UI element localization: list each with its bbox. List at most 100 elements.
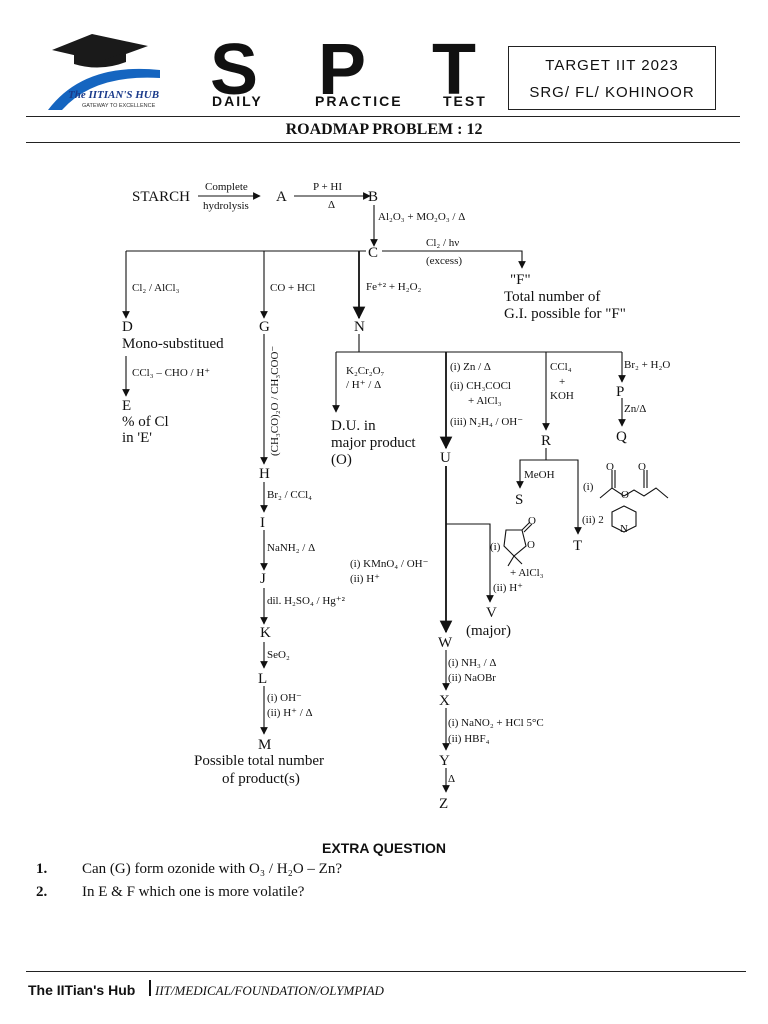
- reagent-n-o-1: K₂Cr₂O₇: [346, 365, 385, 377]
- footer-tagline: IIT/MEDICAL/FOUNDATION/OLYMPIAD: [155, 983, 384, 998]
- label-h: H: [259, 466, 270, 482]
- m-note-2: of product(s): [222, 771, 300, 787]
- reagent-n-u-4: (iii) N₂H₄ / OH⁻: [450, 416, 523, 428]
- logo-brand: The IITIAN'S HUB: [68, 89, 159, 101]
- label-x: X: [439, 693, 450, 709]
- label-g: G: [259, 319, 270, 335]
- iitians-hub-logo: The IITIAN'S HUB GATEWAY TO EXCELLENCE: [44, 32, 164, 112]
- reagent-x-y-1: (i) NaNO₂ + HCl 5°C: [448, 717, 544, 729]
- label-k: K: [260, 625, 271, 641]
- reagent-n-o-2: / H⁺ / Δ: [346, 379, 381, 391]
- reagent-excess: (excess): [426, 255, 462, 267]
- reagent-b-c: Al₂O₃ + MO₂O₃ / Δ: [378, 211, 465, 223]
- o-note-1: D.U. in: [331, 418, 376, 434]
- reagent-i-j: NaNH₂ / Δ: [267, 542, 315, 554]
- word-daily: DAILY: [212, 93, 263, 109]
- label-starch: STARCH: [132, 189, 190, 205]
- reagent-u-v-1: (i): [490, 541, 501, 553]
- letter-t: T: [432, 30, 476, 110]
- reagent-u-w-2: (ii) H⁺: [350, 573, 380, 585]
- e-note-2: in 'E': [122, 430, 152, 446]
- reagent-c-g: CO + HCl: [270, 282, 315, 294]
- letter-p: P: [318, 30, 367, 110]
- reagent-j-k: dil. H₂SO₄ / Hg⁺²: [267, 595, 346, 607]
- v-note: (major): [466, 623, 511, 639]
- reagent-complete: Complete: [205, 181, 248, 193]
- label-p: P: [616, 384, 624, 400]
- reagent-u-v-3: (ii) H⁺: [493, 582, 523, 594]
- word-test: TEST: [443, 93, 487, 109]
- header-rule-top: [26, 116, 740, 117]
- f-note-1: Total number of: [504, 289, 600, 305]
- lactone-structure: [503, 521, 533, 567]
- reagent-n-u-1: (i) Zn / Δ: [450, 361, 491, 373]
- reagent-w-x-1: (i) NH₃ / Δ: [448, 657, 497, 669]
- lactone-o-2: O: [527, 539, 535, 551]
- label-d: D: [122, 319, 133, 335]
- label-s: S: [515, 492, 523, 508]
- reagent-hydrolysis: hydrolysis: [203, 200, 249, 212]
- reagent-n-r-2: +: [559, 376, 565, 388]
- anhydride-o-2: O: [638, 461, 646, 473]
- o-note-2: major product: [331, 435, 416, 451]
- o-note-3: (O): [331, 452, 352, 468]
- question-2-number: 2.: [36, 884, 48, 900]
- anhydride-o-3: O: [621, 489, 629, 501]
- target-box: TARGET IIT 2023 SRG/ FL/ KOHINOOR: [508, 46, 716, 110]
- logo-tagline: GATEWAY TO EXCELLENCE: [82, 103, 156, 109]
- piperidine-n: N: [620, 523, 628, 535]
- reagent-h-i: Br₂ / CCl₄: [267, 489, 312, 501]
- reagent-n-p: Br₂ + H₂O: [624, 359, 670, 371]
- piperidine-structure: [611, 505, 637, 533]
- target-line-2: SRG/ FL/ KOHINOOR: [529, 84, 695, 101]
- label-j: J: [260, 571, 266, 587]
- label-i: I: [260, 515, 265, 531]
- reagent-n-r-3: KOH: [550, 390, 574, 402]
- header-rule-bottom: [26, 142, 740, 143]
- reagent-u-v-2: + AlCl₃: [510, 567, 544, 579]
- label-l: L: [258, 671, 267, 687]
- reagent-r-s: MeOH: [524, 469, 555, 481]
- reagent-w-x-2: (ii) NaOBr: [448, 672, 496, 684]
- m-note-1: Possible total number: [194, 753, 324, 769]
- reagent-p-q: Zn/Δ: [624, 403, 646, 415]
- label-z: Z: [439, 796, 448, 812]
- reagent-r-t-1: (i): [583, 481, 594, 493]
- word-practice: PRACTICE: [315, 93, 403, 109]
- e-note-1: % of Cl: [122, 414, 169, 430]
- reagent-n-r-1: CCl₄: [550, 361, 572, 373]
- reagent-u-w-1: (i) KMnO₄ / OH⁻: [350, 558, 429, 570]
- label-f: "F": [510, 272, 531, 288]
- target-line-1: TARGET IIT 2023: [545, 57, 679, 74]
- footer-rule: [26, 971, 746, 972]
- reagent-n-u-2: (ii) CH₃COCl: [450, 380, 511, 392]
- f-note-2: G.I. possible for "F": [504, 306, 626, 322]
- label-c: C: [368, 245, 378, 261]
- reagent-c-d: Cl₂ / AlCl₃: [132, 282, 180, 294]
- reagent-g-h: (CH₃CO)₂O / CH₃COO⁻: [269, 346, 281, 456]
- acetic-anhydride-structure: [599, 470, 669, 499]
- reagent-p-hi: P + HI: [313, 181, 342, 193]
- reagent-c-n: Fe⁺² + H₂O₂: [366, 281, 422, 293]
- reagent-k-l: SeO₂: [267, 649, 290, 661]
- anhydride-o-1: O: [606, 461, 614, 473]
- footer-divider: [149, 980, 151, 996]
- label-u: U: [440, 450, 451, 466]
- label-n: N: [354, 319, 365, 335]
- label-e: E: [122, 398, 131, 414]
- label-y: Y: [439, 753, 450, 769]
- reagent-l-m-1: (i) OH⁻: [267, 692, 302, 704]
- reagent-n-u-3: + AlCl₃: [468, 395, 502, 407]
- question-2-text: In E & F which one is more volatile?: [82, 884, 305, 900]
- footer-brand: The IITian's Hub: [28, 982, 136, 998]
- d-note: Mono-substitued: [122, 336, 224, 352]
- label-q: Q: [616, 429, 627, 445]
- label-t: T: [573, 538, 582, 554]
- reagent-d-e: CCl₃ – CHO / H⁺: [132, 367, 210, 379]
- reagent-delta-ab: Δ: [328, 199, 335, 211]
- reagent-l-m-2: (ii) H⁺ / Δ: [267, 707, 313, 719]
- lactone-o-1: O: [528, 515, 536, 527]
- label-b: B: [368, 189, 378, 205]
- extra-question-title: EXTRA QUESTION: [322, 840, 446, 856]
